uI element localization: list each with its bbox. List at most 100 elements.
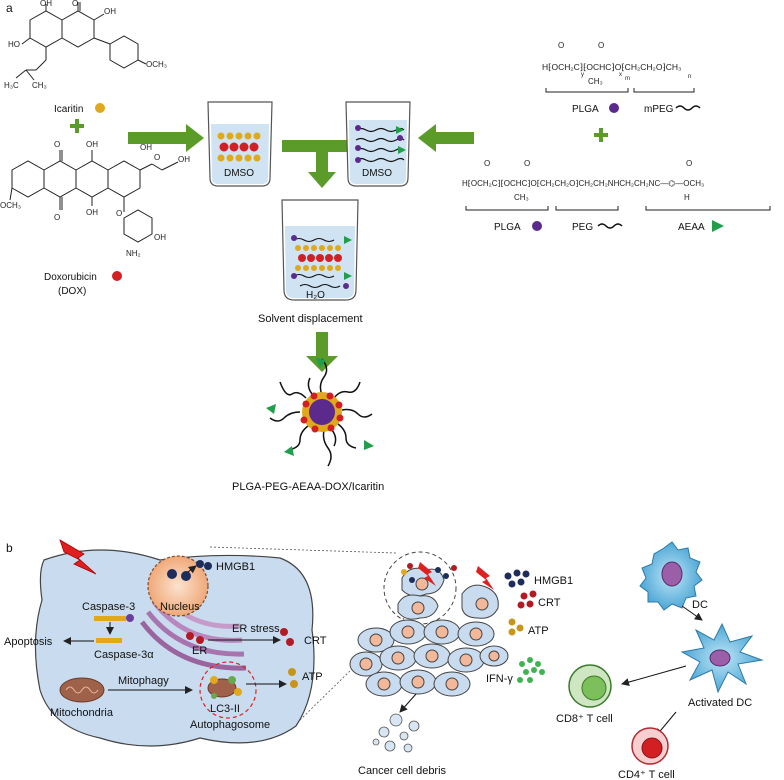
cd8-label: CD8⁺ T cell <box>556 713 613 725</box>
dox-oh-bottom: OH <box>86 208 98 217</box>
caspase3a-bar <box>96 638 122 643</box>
atp-out-dot-2 <box>290 680 298 688</box>
formula-top-ch3: CH₃ <box>588 77 603 86</box>
formula-bottom-o1: O <box>484 159 490 168</box>
dox-och3: OCH₃ <box>0 201 21 210</box>
dox-oh-chain: OH <box>178 155 190 164</box>
hmgb1-nucleus-dot-2 <box>181 571 191 581</box>
arrow-to-right-beaker-icon <box>418 124 474 152</box>
dox-o-bottom: O <box>54 213 60 222</box>
solvent-displacement-label: Solvent displacement <box>258 313 363 325</box>
dox-dot <box>112 271 122 281</box>
dox-abbr: (DOX) <box>58 286 86 297</box>
crt-er-dot-1 <box>186 632 194 640</box>
right-hmgb1-dots <box>504 569 530 588</box>
peg-wave-icon <box>597 223 623 229</box>
aeaa-triangle-icon <box>712 220 724 232</box>
dox-oh-side: OH <box>140 143 152 152</box>
cd4-label: CD4⁺ T cell <box>618 769 675 780</box>
hmgb1-nucleus-dot-1 <box>167 569 177 579</box>
ifn-label: IFN-γ <box>486 673 513 685</box>
caspase3a-label: Caspase-3α <box>94 649 154 661</box>
hmgb1-left-dot-1 <box>196 560 204 568</box>
activated-dc-icon <box>680 622 764 694</box>
cancer-debris <box>372 713 420 753</box>
mpeg-label: mPEG <box>644 104 674 115</box>
hmgb1-left-dot-2 <box>204 562 212 570</box>
lightning-left-icon <box>59 539 97 575</box>
arrow-to-left-beaker-icon <box>128 124 204 152</box>
dc-label: DC <box>692 599 708 611</box>
cancer-cell-body <box>34 549 315 747</box>
formula-top-o2: O <box>598 41 604 50</box>
tumor-cluster <box>349 551 509 697</box>
icaritin-och3: OCH₃ <box>146 60 167 69</box>
crt-out-dot-1 <box>280 628 288 636</box>
debris-label: Cancer cell debris <box>358 765 447 777</box>
icaritin-oh-right: OH <box>104 7 116 16</box>
nucleus-label: Nucleus <box>160 601 200 613</box>
autophagosome-label: Autophagosome <box>190 719 270 731</box>
icaritin-h3c: H₃C <box>4 81 19 90</box>
icaritin-o-keto: O <box>72 0 78 8</box>
formula-top-text: H⁅OCH₂C⁆⁅OCHC⁆O⁅CH₂CH₂O⁆CH₃ <box>542 62 682 72</box>
beaker-left-gold-row <box>217 132 261 162</box>
icaritin-oh-top: OH <box>40 0 52 8</box>
formula-bottom-o2: O <box>524 159 530 168</box>
arrow-to-nanoparticle-icon <box>306 332 338 372</box>
dox-label: Doxorubicin <box>44 272 97 283</box>
crt-left-label: CRT <box>304 635 327 647</box>
formula-top-x: x <box>619 72 622 78</box>
cluster-damp-dots <box>401 563 457 583</box>
plga-label-bottom: PLGA <box>494 222 521 233</box>
formula-top-n: n <box>688 74 691 80</box>
formula-top-m: m <box>625 76 630 82</box>
plga-dot-top <box>609 103 619 113</box>
formula-bottom-text: H⁅OCH₂C⁆⁅OCHC⁆O⁅CH₂CH₂O⁆CH₂CH₂NHCH₂CH₂NC… <box>462 179 704 188</box>
crt-out-dot-2 <box>286 638 294 646</box>
caspase3-bar <box>94 616 126 621</box>
beaker-left-red-row <box>219 142 259 152</box>
icaritin-dot <box>95 103 105 113</box>
formula-top-o1: O <box>558 41 564 50</box>
beaker-left-label: DMSO <box>224 168 254 179</box>
mitophagy-label: Mitophagy <box>118 675 169 687</box>
icaritin-ch3: CH₃ <box>32 81 47 90</box>
icaritin-label: Icaritin <box>54 104 83 115</box>
icaritin-ho-left: HO <box>8 40 20 49</box>
plus-right-icon <box>594 128 608 142</box>
crt-right-label: CRT <box>538 597 561 609</box>
caspase3-dot <box>126 614 134 622</box>
dox-nh2: NH₂ <box>126 249 141 258</box>
atp-right-label: ATP <box>528 625 549 637</box>
crt-er-dot-2 <box>196 636 204 644</box>
beaker-left <box>207 101 273 187</box>
plga-dot-bottom <box>532 221 542 231</box>
mpeg-wave-icon <box>675 105 701 111</box>
autophagosome-icon <box>199 661 257 719</box>
polymer-formula-top: H⁅OCH₂C⁆⁅OCHC⁆O⁅CH₂CH₂O⁆CH₃ O O CH₃ y x … <box>542 41 695 93</box>
atp-left-label: ATP <box>302 671 323 683</box>
dox-structure <box>9 150 179 243</box>
mitochondria-label: Mitochondria <box>50 707 114 719</box>
beaker-right <box>345 101 411 187</box>
panel-b-letter: b <box>6 541 13 555</box>
formula-bottom-h: H <box>684 193 690 202</box>
peg-label: PEG <box>572 222 593 233</box>
dc-icon <box>639 541 703 611</box>
dox-oh-top: OH <box>86 140 98 149</box>
atp-out-dot-1 <box>288 668 296 676</box>
activated-dc-label: Activated DC <box>688 697 752 709</box>
formula-top-y: y <box>581 72 584 78</box>
aeaa-label: AEAA <box>678 222 705 233</box>
right-crt-dots <box>517 590 537 609</box>
formula-bottom-o3: O <box>686 159 692 168</box>
lightning-cluster-icons <box>418 562 494 590</box>
dox-oh-sugar: OH <box>154 233 166 242</box>
merge-arrow-icon <box>282 140 362 188</box>
right-atp-dots <box>508 618 524 636</box>
dox-o-top: O <box>54 140 60 149</box>
apoptosis-label: Apoptosis <box>4 636 53 648</box>
lc3-label: LC3-II <box>210 703 240 715</box>
